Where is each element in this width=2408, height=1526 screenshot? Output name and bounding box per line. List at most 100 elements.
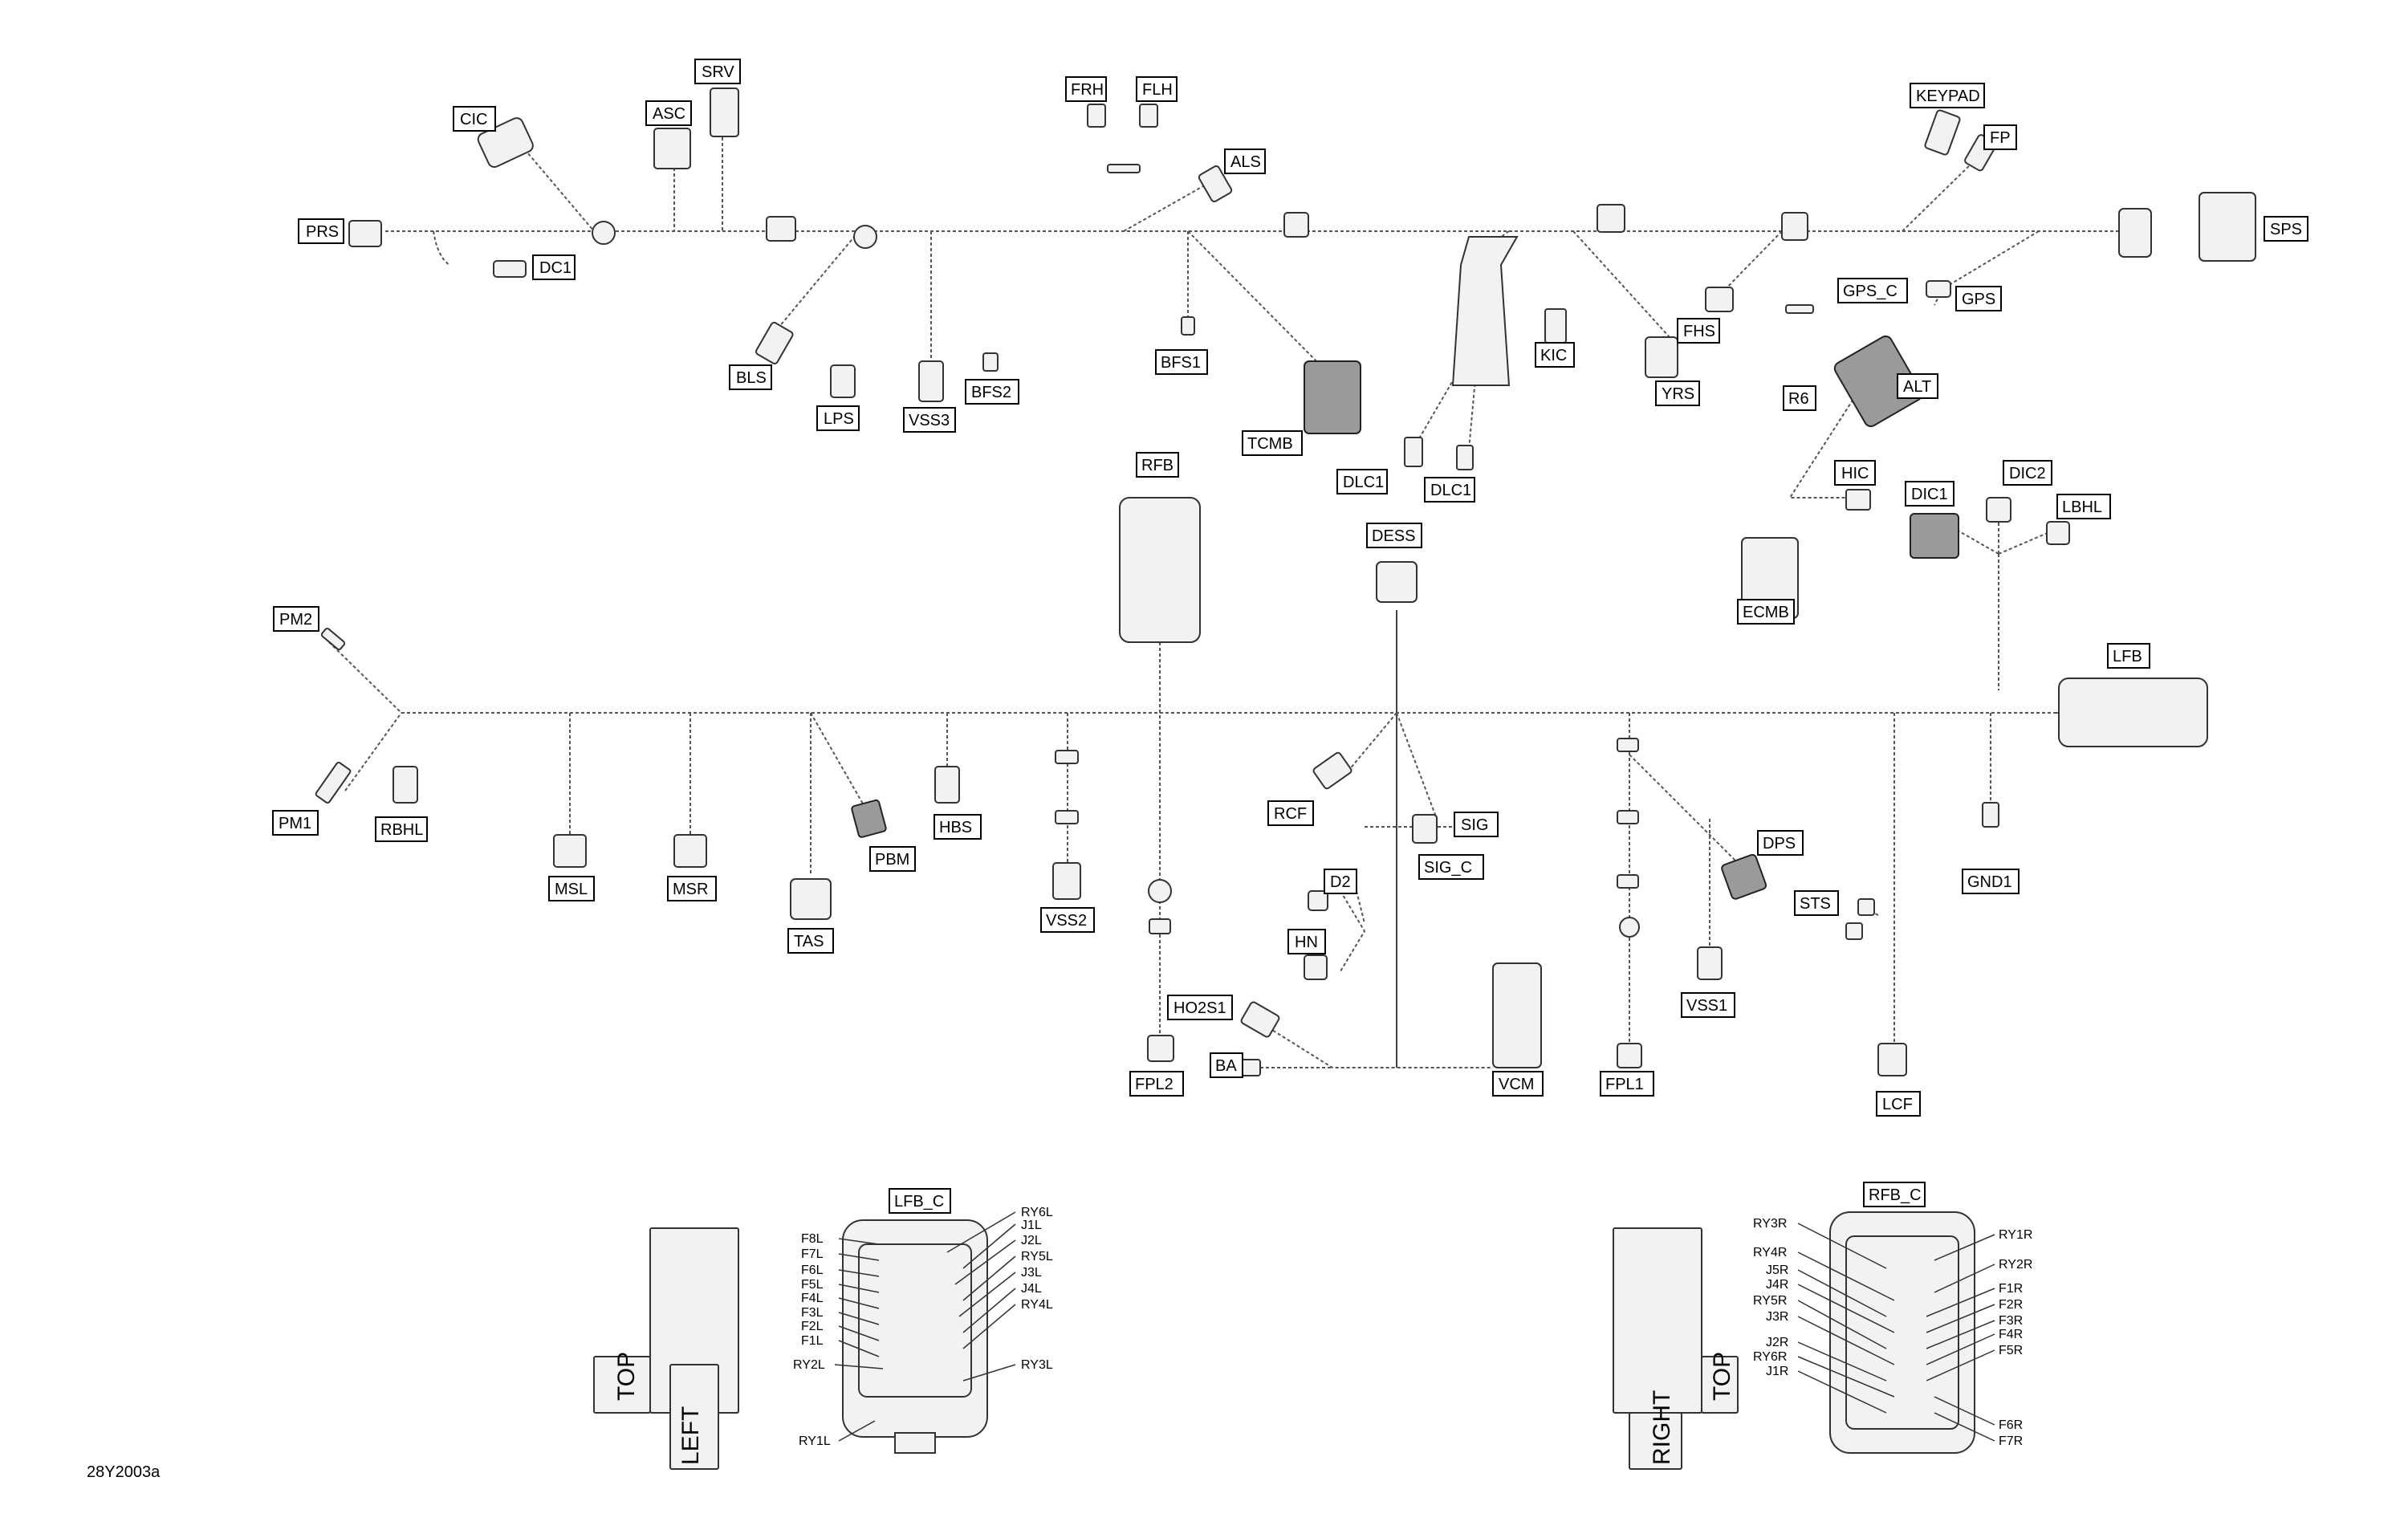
label-srv: SRV	[702, 63, 734, 81]
lower-harness	[315, 497, 2208, 1076]
callout-ry3r: RY3R	[1753, 1217, 1787, 1231]
figure-id: 28Y2003a	[87, 1463, 161, 1481]
callout-j2r: J2R	[1766, 1336, 1788, 1349]
label-lbhl: LBHL	[2062, 498, 2102, 516]
rfb-panel-side-label: RIGHT	[1649, 1390, 1675, 1465]
label-lfb: LFB	[2113, 648, 2142, 665]
callout-j4r: J4R	[1766, 1278, 1788, 1292]
label-keypad: KEYPAD	[1916, 87, 1980, 105]
callout-j5r: J5R	[1766, 1264, 1788, 1277]
callout-ry6l: RY6L	[1021, 1206, 1053, 1219]
label-rfb: RFB	[1141, 457, 1173, 474]
label-yrs: YRS	[1662, 385, 1694, 403]
callout-j1r: J1R	[1766, 1365, 1788, 1378]
lfb-panel-side-label: LEFT	[677, 1406, 704, 1465]
label-msr: MSR	[673, 881, 708, 898]
callout-f7r: F7R	[1999, 1434, 2023, 1448]
label-ba: BA	[1215, 1057, 1237, 1075]
label-ho2s1: HO2S1	[1173, 999, 1226, 1017]
callout-j2l: J2L	[1021, 1234, 1042, 1247]
callout-f4l: F4L	[801, 1292, 824, 1305]
callout-ry6r: RY6R	[1753, 1350, 1787, 1364]
label-lfb-c: LFB_C	[894, 1193, 944, 1211]
label-dess: DESS	[1372, 527, 1415, 545]
rfb-detail	[1829, 1211, 1975, 1454]
connector-labels: PRS CIC DC1 ASC SRV BLS LPS VSS3 BFS2 FR…	[272, 59, 2308, 1214]
callout-ry4r: RY4R	[1753, 1246, 1787, 1259]
label-flh: FLH	[1142, 81, 1173, 99]
label-tcmb: TCMB	[1247, 435, 1293, 453]
callout-f5l: F5L	[801, 1278, 824, 1292]
label-msl: MSL	[555, 881, 588, 898]
label-sig: SIG	[1461, 816, 1488, 834]
label-gps: GPS	[1962, 291, 1995, 308]
label-prs: PRS	[306, 223, 339, 241]
label-hic: HIC	[1841, 465, 1869, 482]
lfb-panel-left: TOP LEFT	[593, 1227, 739, 1470]
label-hbs: HBS	[939, 819, 972, 836]
label-vss1: VSS1	[1686, 997, 1727, 1015]
lfb-detail	[842, 1219, 988, 1454]
callout-f4r: F4R	[1999, 1328, 2023, 1341]
label-pm2: PM2	[279, 611, 312, 629]
rfb-panel-right: TOP RIGHT	[1613, 1227, 1739, 1470]
label-sig-c: SIG_C	[1424, 859, 1472, 877]
label-lcf: LCF	[1882, 1096, 1913, 1113]
upper-harness	[348, 87, 2256, 690]
callout-f6r: F6R	[1999, 1418, 2023, 1432]
label-dc1: DC1	[539, 259, 571, 277]
label-alt: ALT	[1903, 378, 1931, 396]
callout-f1l: F1L	[801, 1334, 824, 1348]
label-bls: BLS	[736, 369, 767, 387]
label-vss2: VSS2	[1046, 912, 1087, 930]
lfb-panel-top-label: TOP	[613, 1352, 640, 1401]
rfb-callouts: RY3R RY4R J5R J4R RY5R J3R J2R RY6R J1R …	[1753, 1217, 2032, 1448]
label-fp: FP	[1990, 129, 2011, 147]
label-vss3: VSS3	[909, 412, 950, 429]
label-asc: ASC	[653, 105, 685, 123]
label-pbm: PBM	[875, 851, 909, 869]
label-bfs1: BFS1	[1161, 354, 1201, 372]
label-sts: STS	[1800, 895, 1831, 913]
callout-ry5l: RY5L	[1021, 1250, 1053, 1264]
label-rcf: RCF	[1274, 805, 1307, 823]
label-frh: FRH	[1071, 81, 1104, 99]
callout-ry2l: RY2L	[793, 1358, 825, 1372]
callout-f1r: F1R	[1999, 1282, 2023, 1296]
callout-leaders	[834, 1211, 1995, 1442]
label-dlc1-left: DLC1	[1343, 474, 1384, 491]
callout-j1l: J1L	[1021, 1219, 1042, 1232]
label-dps: DPS	[1763, 835, 1796, 853]
callout-f7l: F7L	[801, 1247, 824, 1261]
label-fpl1: FPL1	[1605, 1076, 1644, 1093]
label-gps-c: GPS_C	[1843, 283, 1898, 300]
label-dic2: DIC2	[2009, 465, 2046, 482]
label-fhs: FHS	[1683, 323, 1715, 340]
label-fpl2: FPL2	[1135, 1076, 1173, 1093]
callout-f3l: F3L	[801, 1306, 824, 1320]
label-gnd1: GND1	[1967, 873, 2012, 891]
callout-f2l: F2L	[801, 1320, 824, 1333]
label-ecmb: ECMB	[1743, 604, 1789, 621]
callout-f6l: F6L	[801, 1264, 824, 1277]
label-d2: D2	[1330, 873, 1351, 891]
callout-ry4l: RY4L	[1021, 1298, 1053, 1312]
callout-f3r: F3R	[1999, 1314, 2023, 1328]
callout-ry5r: RY5R	[1753, 1294, 1787, 1308]
label-kic: KIC	[1540, 347, 1567, 364]
label-cic: CIC	[460, 111, 487, 128]
callout-j3r: J3R	[1766, 1310, 1788, 1324]
callout-f5r: F5R	[1999, 1344, 2023, 1357]
callout-j3l: J3L	[1021, 1266, 1042, 1280]
lfb-callouts: F8L F7L F6L F5L F4L F3L F2L F1L RY2L RY1…	[793, 1206, 1053, 1448]
callout-ry3l: RY3L	[1021, 1358, 1053, 1372]
callout-ry2r: RY2R	[1999, 1258, 2032, 1272]
label-pm1: PM1	[279, 815, 311, 832]
label-lps: LPS	[824, 410, 854, 428]
callout-f2r: F2R	[1999, 1298, 2023, 1312]
rfb-panel-top-label: TOP	[1709, 1352, 1735, 1401]
callout-ry1l: RY1L	[799, 1434, 831, 1448]
label-r6: R6	[1788, 390, 1809, 408]
callout-j4l: J4L	[1021, 1282, 1042, 1296]
